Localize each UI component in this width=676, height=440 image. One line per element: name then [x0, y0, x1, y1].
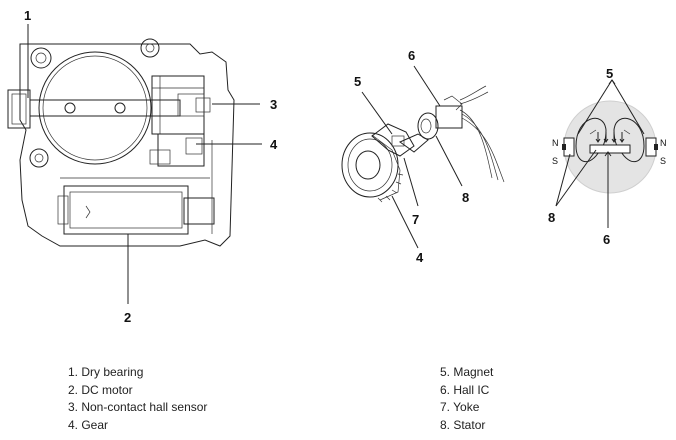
- callout-stator: 8: [462, 190, 469, 205]
- throttle-body-drawing: 1 2 3 4: [7, 8, 278, 325]
- legend-item-hall-ic: 6. Hall IC: [440, 382, 490, 397]
- callout-hall-ic-schematic: 6: [603, 232, 610, 247]
- callout-stator-schematic: 8: [548, 210, 555, 225]
- callout-hall-sensor: 3: [270, 97, 277, 112]
- callout-dc-motor: 2: [124, 310, 131, 325]
- callout-hall-ic: 6: [408, 48, 415, 63]
- hall-sensor-schematic: 5 8 6 N S N S: [548, 66, 667, 247]
- callout-dry-bearing: 1: [24, 8, 31, 23]
- callout-gear-exploded: 4: [416, 250, 424, 265]
- pole-label-s-right: S: [660, 156, 666, 166]
- sensor-exploded-view: 5 6 8 7 4: [341, 48, 505, 265]
- legend-left: 1. Dry bearing 2. DC motor 3. Non-contac…: [68, 364, 207, 434]
- legend-item-magnet: 5. Magnet: [440, 365, 494, 379]
- callout-magnet: 5: [354, 74, 361, 89]
- component-diagram: 1 2 3 4 5 6 8 7: [7, 8, 667, 325]
- pole-label-n-left: N: [552, 138, 559, 148]
- legend-item-dc-motor: 2. DC motor: [68, 382, 133, 397]
- legend-item-stator: 8. Stator: [440, 417, 486, 432]
- callout-gear: 4: [270, 137, 278, 152]
- legend-item-hall-sensor: 3. Non-contact hall sensor: [68, 400, 208, 414]
- pole-label-s-left: S: [552, 156, 558, 166]
- pole-label-n-right: N: [660, 138, 667, 148]
- callout-yoke: 7: [412, 212, 419, 227]
- legend-right: 5. Magnet 6. Hall IC 7. Yoke 8. Stator: [440, 364, 493, 434]
- legend-item-dry-bearing: 1. Dry bearing: [68, 365, 144, 379]
- legend-item-yoke: 7. Yoke: [440, 400, 480, 414]
- callout-magnet-schematic: 5: [606, 66, 613, 81]
- legend-item-gear: 4. Gear: [68, 417, 109, 432]
